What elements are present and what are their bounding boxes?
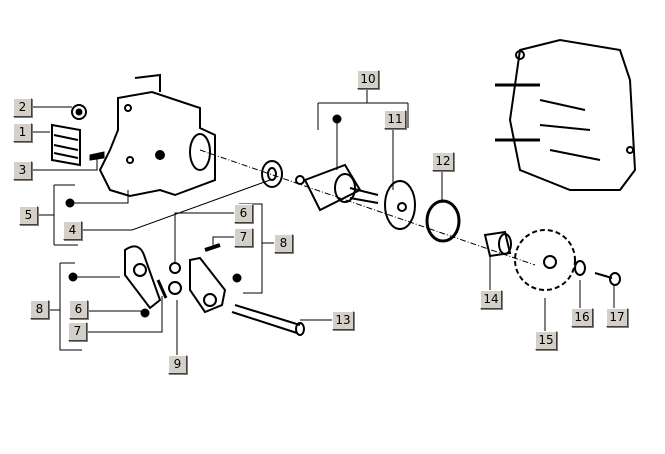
leader-lines xyxy=(33,89,615,355)
part-sprocket xyxy=(514,229,576,291)
part-bearing xyxy=(261,160,283,188)
part-bolt-17 xyxy=(594,272,621,286)
callout-8-left[interactable]: 8 xyxy=(30,300,49,319)
callout-11[interactable]: 11 xyxy=(384,110,406,129)
callout-9[interactable]: 9 xyxy=(168,355,187,374)
part-rocker-cover xyxy=(98,73,216,198)
part-spacer xyxy=(483,230,512,258)
part-adjust-screw xyxy=(156,279,168,299)
part-camshaft xyxy=(295,163,379,212)
callout-1[interactable]: 1 xyxy=(13,123,32,142)
part-o-ring xyxy=(425,199,461,243)
callout-5[interactable]: 5 xyxy=(19,206,38,225)
callout-2[interactable]: 2 xyxy=(13,98,32,117)
callout-15[interactable]: 15 xyxy=(535,331,557,350)
callout-4[interactable]: 4 xyxy=(63,221,82,240)
callout-14[interactable]: 14 xyxy=(480,290,502,309)
part-screw xyxy=(89,151,105,161)
callout-7[interactable]: 7 xyxy=(234,228,253,247)
callout-7-left[interactable]: 7 xyxy=(68,322,87,341)
part-reed-filter xyxy=(51,123,81,167)
callout-8[interactable]: 8 xyxy=(274,234,293,253)
part-washers xyxy=(168,262,182,295)
callout-12[interactable]: 12 xyxy=(432,152,454,171)
callout-6-left[interactable]: 6 xyxy=(69,300,88,319)
part-washer-16 xyxy=(574,260,586,276)
callout-13[interactable]: 13 xyxy=(332,311,354,330)
callout-10[interactable]: 10 xyxy=(357,70,379,89)
callout-16[interactable]: 16 xyxy=(571,308,593,327)
bullet-dots xyxy=(65,114,342,283)
part-decompressor-wheel xyxy=(384,180,416,230)
callout-3[interactable]: 3 xyxy=(13,161,32,180)
part-adjust-screw-2 xyxy=(204,243,221,252)
part-rocker-arm-left xyxy=(124,245,162,310)
callout-6[interactable]: 6 xyxy=(234,204,253,223)
part-rocker-arm-right xyxy=(189,256,227,314)
part-cylinder-head xyxy=(495,38,637,191)
center-axis xyxy=(199,149,536,266)
part-rocker-shaft xyxy=(231,304,305,336)
callout-17[interactable]: 17 xyxy=(606,308,628,327)
part-nut xyxy=(71,104,87,120)
part-nut-small xyxy=(140,308,150,318)
